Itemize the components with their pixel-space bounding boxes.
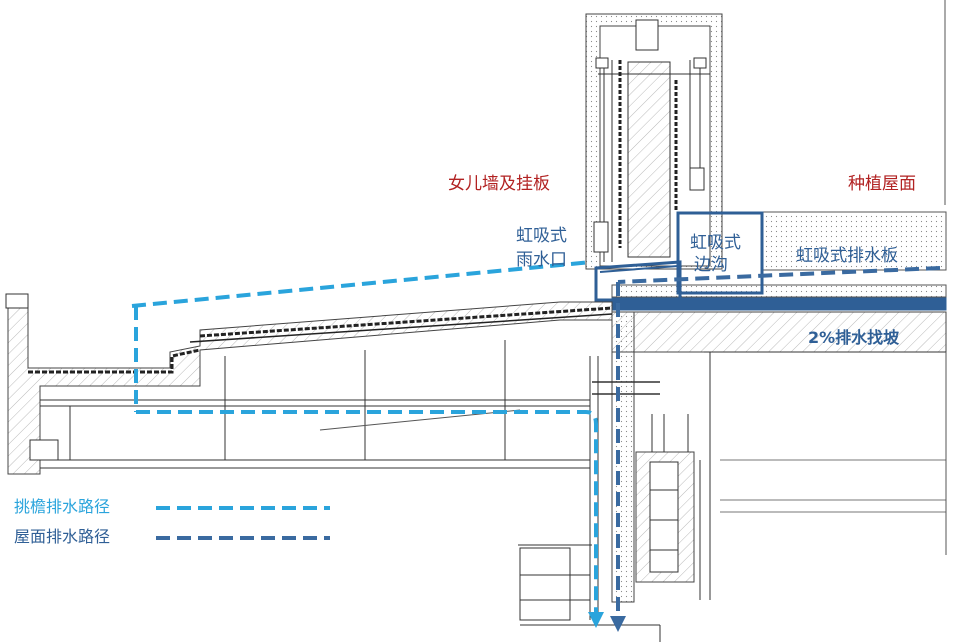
legend-roof-label: 屋面排水路径 [14, 527, 111, 546]
siphon-outlet-label: 虹吸式 雨水口 [516, 224, 567, 272]
slope-label: 2%排水找坡 [808, 328, 900, 347]
eave-drainage-path [131, 260, 604, 628]
siphon-gutter-label: 虹吸式 边沟 [690, 232, 741, 276]
cantilever-eave [5, 293, 613, 475]
legend-lines [156, 506, 330, 540]
legend-eave-label: 挑檐排水路径 [14, 497, 111, 516]
siphon-gutter-label-line2: 边沟 [694, 255, 728, 275]
roof-drainage-path [610, 266, 941, 632]
parapet-structure [585, 0, 946, 270]
siphon-gutter-label-line1: 虹吸式 [690, 233, 741, 253]
parapet-label: 女儿墙及挂板 [448, 174, 550, 194]
siphon-outlet-label-line2: 雨水口 [516, 250, 567, 270]
siphon-board-label: 虹吸式排水板 [796, 246, 898, 266]
siphon-gutter [594, 211, 764, 302]
siphon-outlet-label-line1: 虹吸式 [516, 226, 567, 246]
wall-structure [518, 311, 701, 642]
planted-roof-label: 种植屋面 [848, 174, 916, 194]
